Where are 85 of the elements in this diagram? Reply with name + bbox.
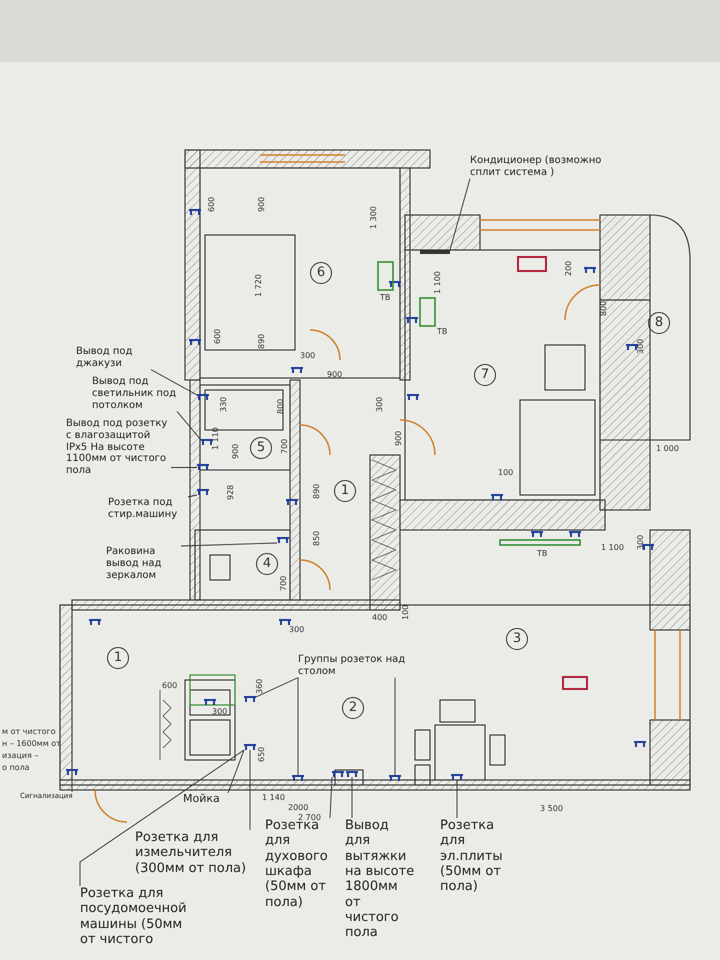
socket-symbol <box>345 771 359 778</box>
callout-text: Вывод для вытяжки на высоте 1800мм от чистого пола <box>345 818 417 941</box>
socket-symbol <box>243 744 257 751</box>
dimension-text: 300 <box>212 708 228 716</box>
dimension-text: 2000 <box>288 804 308 812</box>
callout-text: Вывод под светильник под потолком <box>92 376 177 412</box>
dimension-text: 360 <box>256 678 264 694</box>
dimension-text: 890 <box>313 484 321 499</box>
dimension-text: 900 <box>327 371 342 379</box>
dimension-text: 200 <box>565 260 573 276</box>
callout-text: Розетка под стир.машину <box>108 497 188 521</box>
dimension-text: 1 140 <box>262 794 285 802</box>
leader-line <box>150 369 198 396</box>
room-number: 3 <box>506 628 528 650</box>
socket-symbol <box>196 489 210 496</box>
dimension-text: 3 500 <box>540 805 563 813</box>
tv-mark: ТВ <box>437 328 448 336</box>
callout-text: Розетка для посудомоечной машины (50мм от чистого <box>80 886 185 948</box>
socket-symbol <box>331 771 345 778</box>
dimension-text: 100 <box>498 469 514 477</box>
dimension-text: 1 720 <box>255 274 263 297</box>
socket-symbol <box>291 775 305 782</box>
note-text: м от чистого <box>2 728 56 736</box>
dimension-text: 1 300 <box>370 206 378 229</box>
dimension-text: 100 <box>402 604 410 620</box>
dimension-text: 1 000 <box>656 445 679 453</box>
leader-line <box>450 178 470 250</box>
dimension-text: 700 <box>281 438 289 454</box>
dimension-text: 600 <box>208 196 216 212</box>
dimension-text: 1 100 <box>434 271 442 294</box>
callout-text: Розетка для эл.плиты (50мм от пола) <box>440 818 506 895</box>
dimension-text: 900 <box>258 196 266 212</box>
room-number: 4 <box>256 553 278 575</box>
dimension-text: 650 <box>258 746 266 762</box>
dimension-text: 900 <box>232 444 240 459</box>
air-conditioner-symbol <box>420 250 450 254</box>
socket-symbol <box>196 464 210 471</box>
socket-symbol <box>276 537 290 544</box>
socket-symbol <box>65 769 79 776</box>
leader-line <box>256 677 298 698</box>
dimension-text: 400 <box>372 614 388 622</box>
dimension-text: 890 <box>258 334 266 349</box>
socket-symbol <box>450 774 464 781</box>
tv-mark: ТВ <box>380 294 390 302</box>
dimension-text: 900 <box>395 430 403 446</box>
callout-text: Вывод под розетку с влагозащитой IPx5 На высоте 1100мм от чистого пола <box>66 418 171 477</box>
tv-mark: ТВ <box>537 550 548 558</box>
dimension-text: 330 <box>220 396 228 412</box>
dimension-text: 300 <box>637 534 645 550</box>
note-text: изация – <box>2 752 38 760</box>
dimension-text: 300 <box>300 352 316 360</box>
room-number: 7 <box>474 364 496 386</box>
callout-text: Раковина вывод над зеркалом <box>106 546 181 582</box>
socket-symbol <box>196 394 210 401</box>
socket-symbol <box>243 696 257 703</box>
note-text: о пола <box>2 764 30 772</box>
callout-text: Мойка <box>183 793 228 806</box>
leader-line <box>188 494 198 498</box>
room-number: 1 <box>334 480 356 502</box>
dimension-text: 600 <box>214 328 222 344</box>
dimension-text: 300 <box>289 626 304 634</box>
dimension-text: 2 700 <box>298 814 321 822</box>
dimension-text: 600 <box>162 682 178 690</box>
dimension-text: 700 <box>280 576 288 591</box>
dimension-text: 850 <box>313 530 321 546</box>
socket-symbol <box>200 439 214 446</box>
leader-line <box>80 750 244 886</box>
dimension-text: 1 100 <box>601 544 624 552</box>
room-number: 5 <box>250 437 272 459</box>
leader-line <box>330 776 332 818</box>
callout-text: Розетка для измельчителя (300мм от пола) <box>135 830 255 876</box>
leader-line <box>228 750 244 794</box>
leader-line <box>170 467 198 468</box>
dimension-text: 300 <box>376 396 384 412</box>
room-number: 2 <box>342 697 364 719</box>
callout-text: Группы розеток над столом <box>298 654 423 678</box>
socket-symbol <box>388 775 402 782</box>
room-number: 1 <box>107 647 129 669</box>
callout-text: Кондиционер (возможно сплит система ) <box>470 155 620 179</box>
room-number: 6 <box>310 262 332 284</box>
dimension-text: 928 <box>227 484 235 500</box>
callout-text: Вывод под джакузи <box>76 346 151 370</box>
note-text: н – 1600мм от <box>2 740 61 748</box>
dimension-text: 300 <box>637 338 645 354</box>
room-number: 8 <box>648 312 670 334</box>
